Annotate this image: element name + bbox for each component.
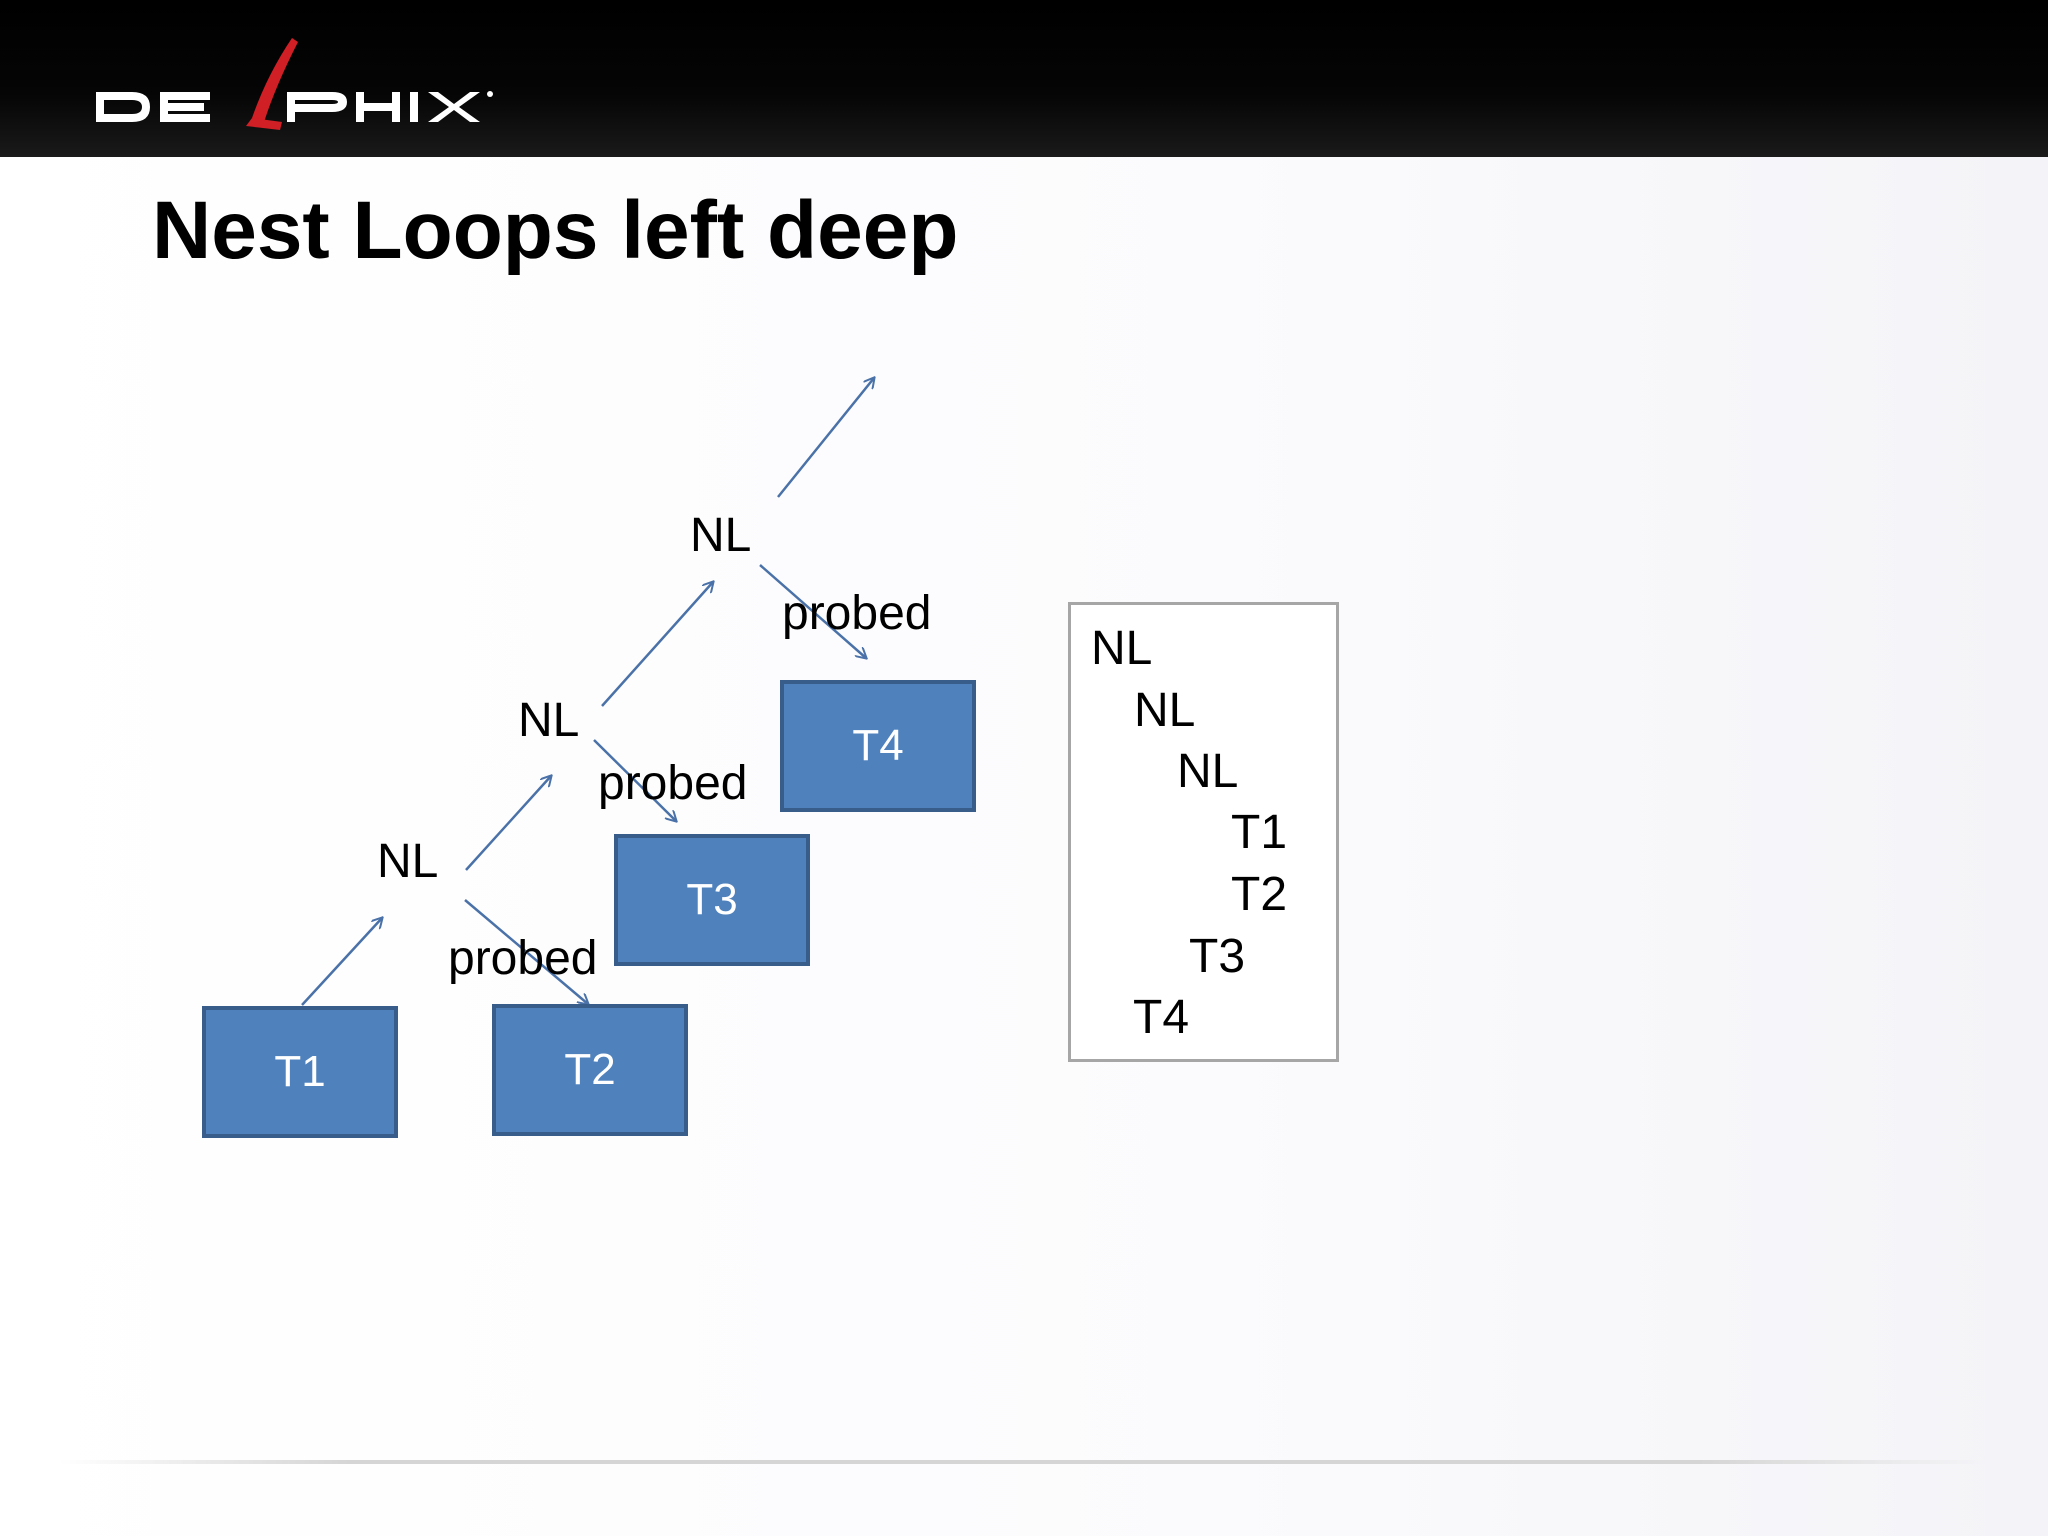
- arrow-nl-low-to-t2: [464, 899, 588, 1004]
- arrow-t1-to-nl-low: [301, 918, 382, 1006]
- table-t3: T3: [614, 834, 810, 966]
- nl-node-mid: NL: [518, 694, 580, 747]
- plan-line: T2: [1231, 868, 1288, 921]
- arrow-nl-low-to-nl-mid: [465, 776, 551, 871]
- table-t1: T1: [202, 1006, 398, 1138]
- plan-line: NL: [1134, 684, 1196, 737]
- plan-line: NL: [1177, 745, 1239, 798]
- table-t4: T4: [780, 680, 976, 812]
- plan-line: T1: [1231, 806, 1288, 859]
- nl-node-top: NL: [690, 509, 752, 562]
- arrow-nl-top-to-t4: [759, 564, 866, 658]
- plan-line: NL: [1091, 622, 1153, 675]
- delphix-logo: [96, 38, 493, 130]
- execution-plan-box: NL NL NL T1 T2 T3 T4: [1068, 602, 1339, 1062]
- slide-background: [0, 157, 2048, 1536]
- nl-node-low: NL: [377, 835, 439, 888]
- probed-label-mid: probed: [598, 757, 748, 810]
- table-t2: T2: [492, 1004, 688, 1136]
- footer-divider: [60, 1460, 1988, 1464]
- arrow-nl-mid-to-nl-top: [601, 582, 713, 707]
- arrow-nl-mid-to-t3: [593, 739, 676, 821]
- header-bar: [0, 0, 2048, 157]
- plan-line: T4: [1133, 991, 1190, 1044]
- probed-label-low: probed: [448, 932, 598, 985]
- arrow-nl-top-output: [777, 378, 874, 498]
- probed-label-top: probed: [782, 587, 932, 640]
- plan-line: T3: [1189, 930, 1246, 983]
- slide-title: Nest Loops left deep: [152, 185, 959, 276]
